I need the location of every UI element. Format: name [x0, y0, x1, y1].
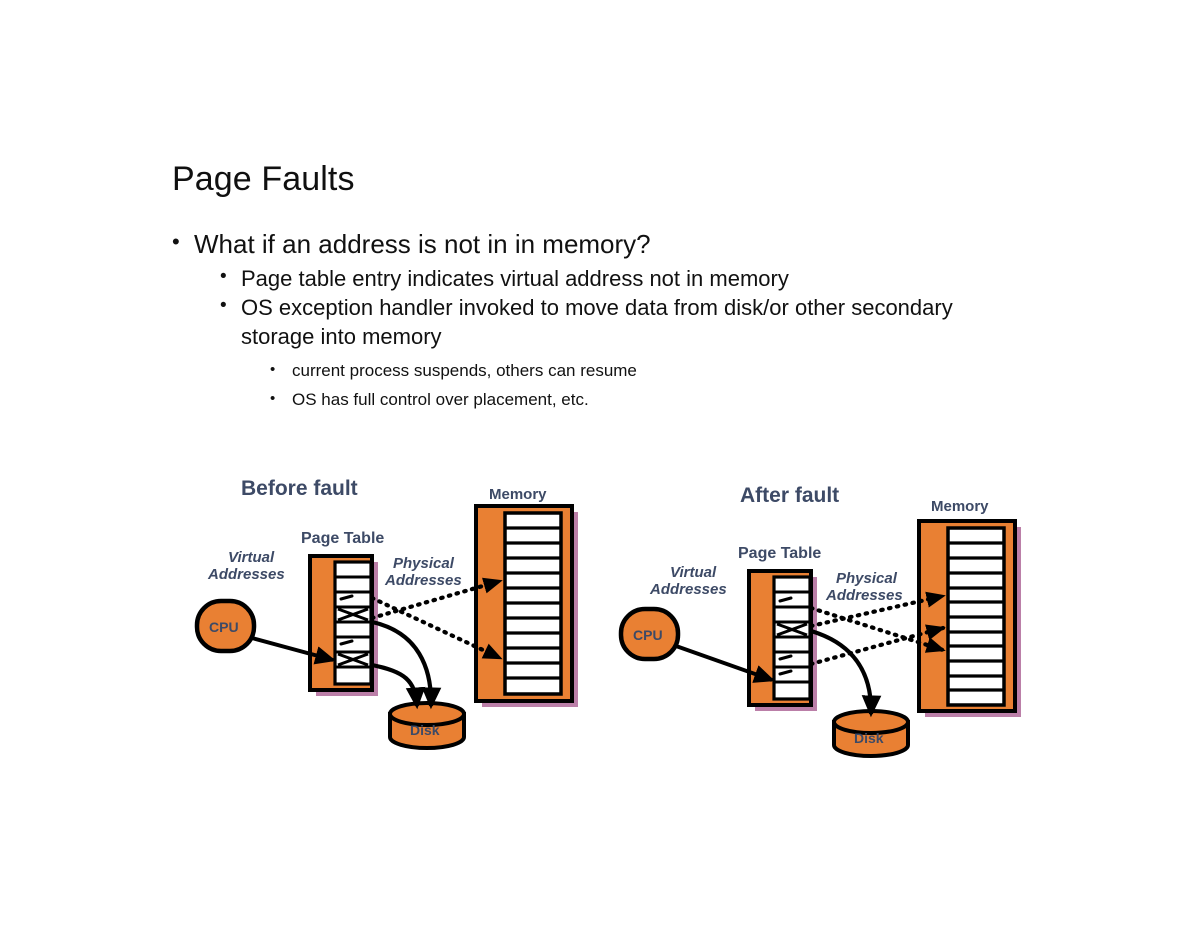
before-arrow-pagetable-to-memory-2 [369, 595, 503, 661]
before-cpu-label: CPU [209, 619, 239, 635]
after-arrow-pagetable-to-memory-1 [808, 591, 946, 629]
after-memory-block: Memory [917, 498, 1021, 717]
bullet-marker: • [270, 389, 276, 407]
before-memory-block: Memory [474, 486, 578, 707]
svg-text:Addresses: Addresses [825, 587, 903, 604]
before-page-table-label: Page Table [301, 530, 384, 547]
after-arrow-pagetable-to-memory-2 [808, 605, 946, 653]
before-page-table-cells [333, 560, 373, 686]
bullet-text: OS exception handler invoked to move dat… [241, 294, 953, 349]
svg-text:Addresses: Addresses [649, 581, 727, 598]
before-page-table-invalid-mark-2 [337, 652, 369, 667]
before-page-table-invalid-mark-1 [337, 607, 369, 622]
bullet-item-1: • What if an address is not in in memory… [172, 228, 1012, 262]
before-arrow-cpu-to-pagetable [251, 636, 337, 665]
before-page-table-entry-ticks [339, 594, 354, 646]
before-fault-caption: Before fault [241, 477, 358, 500]
before-fault-figure: Before fault Memory [194, 477, 578, 750]
svg-text:Addresses: Addresses [384, 572, 462, 589]
after-arrow-pagetable-to-disk-1 [810, 628, 882, 718]
after-cpu-label: CPU [633, 627, 663, 643]
before-arrow-pagetable-to-memory-1 [369, 577, 503, 621]
before-arrow-pagetable-to-disk-1 [371, 619, 442, 710]
after-page-table-label: Page Table [738, 545, 821, 562]
before-physical-addresses-label: Physical Addresses [384, 555, 462, 589]
bullet-item-2: • Page table entry indicates virtual add… [220, 264, 1012, 293]
after-fault-caption: After fault [740, 484, 839, 507]
bullet-marker: • [220, 265, 227, 287]
after-page-table-entry-ticks [778, 596, 793, 676]
after-memory-label: Memory [931, 498, 989, 515]
after-page-table-cells [772, 575, 812, 701]
before-disk-label: Disk [410, 722, 440, 738]
bullet-text: What if an address is not in in memory? [194, 229, 651, 259]
after-page-table-invalid-mark-1 [776, 622, 808, 637]
after-page-table: Page Table [738, 545, 821, 711]
svg-text:Virtual: Virtual [670, 564, 717, 581]
bullet-item-4: • current process suspends, others can r… [270, 359, 1012, 383]
before-memory-label: Memory [489, 486, 547, 503]
before-memory-cells [503, 511, 563, 696]
bullet-list: • What if an address is not in in memory… [172, 228, 1012, 411]
before-arrow-pagetable-to-disk-2 [371, 662, 426, 710]
page-title: Page Faults [172, 160, 355, 198]
after-arrow-cpu-to-pagetable [675, 644, 775, 683]
after-cpu-node: CPU [618, 606, 681, 662]
before-disk-node: Disk [388, 701, 466, 750]
after-memory-cells [946, 526, 1006, 707]
bullet-marker: • [172, 229, 180, 254]
svg-text:Addresses: Addresses [207, 566, 285, 583]
bullet-item-5: • OS has full control over placement, et… [270, 388, 1012, 412]
after-physical-addresses-label: Physical Addresses [825, 570, 903, 604]
after-disk-node: Disk [832, 709, 910, 758]
bullet-marker: • [220, 294, 227, 316]
bullet-text: current process suspends, others can res… [292, 360, 637, 380]
before-page-table: Page Table [301, 530, 384, 696]
after-fault-figure: After fault Memory [618, 484, 1021, 758]
svg-text:Physical: Physical [393, 555, 455, 572]
bullet-text: Page table entry indicates virtual addre… [241, 265, 789, 291]
after-arrow-pagetable-to-memory-3 [808, 624, 946, 667]
before-cpu-node: CPU [194, 598, 257, 654]
before-virtual-addresses-label: Virtual Addresses [207, 549, 285, 583]
after-virtual-addresses-label: Virtual Addresses [649, 564, 727, 598]
after-disk-label: Disk [854, 730, 884, 746]
bullet-marker: • [270, 360, 276, 378]
svg-text:Virtual: Virtual [228, 549, 275, 566]
svg-text:Physical: Physical [836, 570, 898, 587]
bullet-text: OS has full control over placement, etc. [292, 389, 589, 409]
bullet-item-3: • OS exception handler invoked to move d… [220, 293, 1012, 351]
